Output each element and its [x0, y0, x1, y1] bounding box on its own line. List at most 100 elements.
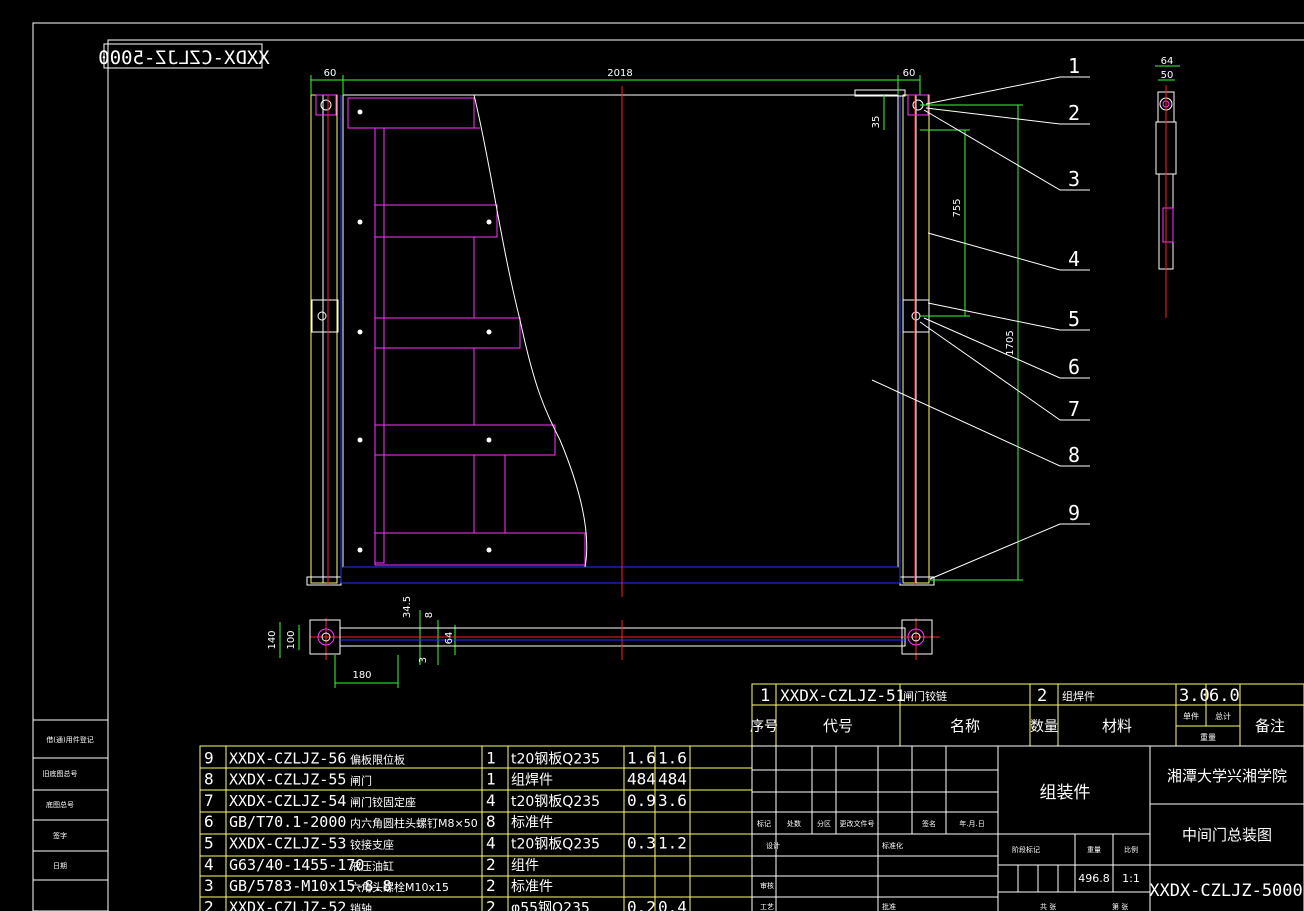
bom-cell-qty: 8 [486, 812, 496, 831]
small-weight: 重量 [1087, 846, 1101, 854]
bom-cell-no: 5 [204, 834, 214, 853]
side-label: 旧底图总号 [43, 769, 78, 778]
bom-header-qty: 数量 [1030, 719, 1058, 735]
side-label: 借(通)用件登记 [46, 735, 93, 744]
bom-top-total: 6.0 [1209, 686, 1240, 706]
front-view [306, 86, 935, 597]
balloon: 1 [1068, 54, 1080, 78]
bom-header-weight: 重量 [1200, 732, 1216, 742]
bom-top-no: 1 [760, 686, 770, 706]
bom-cell-no: 8 [204, 770, 214, 789]
bom-cell-material: t20钢板Q235 [511, 751, 600, 767]
bom-cell-material: φ55钢Q235 [511, 900, 590, 911]
small-sheets: 共 张 [1040, 902, 1056, 911]
inner-frame [107, 39, 1304, 911]
bom-cell-total: 484 [658, 770, 687, 789]
balloon: 5 [1068, 307, 1080, 331]
bom-cell-no: 2 [204, 897, 214, 911]
bom-cell-code: GB/5783-M10x15-8.8 [229, 877, 392, 895]
small-standardize: 标准化 [882, 841, 903, 850]
bom-header-name: 名称 [950, 717, 980, 735]
balloon: 2 [1068, 101, 1080, 125]
bom-cell-unit: 484 [627, 770, 656, 789]
balloon: 9 [1068, 501, 1080, 525]
small-sign: 签名 [922, 819, 936, 828]
bom-header-total-w: 总计 [1215, 711, 1231, 721]
small-approve: 批准 [882, 902, 896, 911]
dim-section-d2: 8 [424, 612, 435, 618]
bom-cell-qty: 1 [486, 770, 496, 789]
bom-cell-qty: 4 [486, 834, 496, 853]
title-scale: 1:1 [1122, 872, 1140, 885]
side-label: 底图总号 [46, 800, 74, 809]
bom-cell-qty: 2 [486, 876, 496, 895]
dim-section-inner: 100 [286, 630, 297, 649]
bom-header-unit-w: 单件 [1183, 711, 1199, 721]
dim-section-d4: 3 [418, 657, 429, 663]
bom-cell-material: 组焊件 [511, 773, 553, 789]
bom-cell-name: 铰接支座 [350, 838, 394, 852]
small-zone: 分区 [817, 819, 831, 828]
bom-cell-code: G63/40-1455-170 [229, 856, 364, 874]
bom-cell-unit: 0.9 [627, 791, 656, 810]
bom-cell-name: 销轴 [350, 901, 372, 911]
dim-hinge-reach: 180 [352, 670, 371, 681]
bom-top-name: 闸门铰链 [903, 689, 947, 703]
title-type: 组装件 [1040, 783, 1091, 803]
bom-cell-material: t20钢板Q235 [511, 794, 600, 810]
small-mark: 标记 [757, 819, 771, 828]
bom-header-no: 序号 [750, 719, 778, 735]
bom-cell-code: XXDX-CZLJZ-54 [229, 792, 346, 810]
side-label: 签字 [53, 831, 67, 840]
outer-frame [32, 22, 1304, 911]
bom-top-material: 组焊件 [1062, 689, 1095, 703]
bom-cell-no: 6 [204, 812, 214, 831]
bom-cell-qty: 2 [486, 855, 496, 874]
leaders [871, 76, 1090, 580]
bom-top-unit: 3.0 [1179, 686, 1210, 706]
small-scale: 比例 [1124, 845, 1138, 854]
bom-cell-unit: 1.6 [627, 748, 656, 767]
title-block-grid [751, 745, 1304, 911]
bom-cell-name: 偏板限位板 [350, 752, 405, 766]
bom-cell-total: 0.4 [658, 897, 687, 911]
bom-cell-unit: 0.2 [627, 897, 656, 911]
bom-cell-name: 闸门铰固定座 [350, 795, 416, 809]
bom-header-remark: 备注 [1255, 717, 1285, 735]
bom-cell-code: GB/T70.1-2000 [229, 813, 346, 831]
side-table [32, 719, 109, 911]
bom-header-code: 代号 [823, 717, 853, 735]
bom-header-material: 材料 [1102, 717, 1132, 735]
bom-cell-no: 9 [204, 748, 214, 767]
balloon: 6 [1068, 355, 1080, 379]
title-drawing-title: 中间门总装图 [1182, 826, 1272, 844]
side-label: 日期 [53, 862, 67, 870]
bom-grid [199, 683, 1304, 911]
bom-cell-code: XXDX-CZLJZ-52 [229, 898, 346, 911]
bom-cell-no: 4 [204, 855, 214, 874]
bom-cell-total: 1.6 [658, 748, 687, 767]
small-date: 年.月.日 [959, 819, 984, 828]
dim-detail-outer: 64 [1161, 56, 1174, 67]
bom-top-code: XXDX-CZLJZ-51 [780, 686, 905, 705]
balloon: 8 [1068, 443, 1080, 467]
dim-left-offset: 60 [324, 68, 337, 79]
bom-cell-material: t20钢板Q235 [511, 837, 600, 853]
bom-cell-no: 3 [204, 876, 214, 895]
dim-section-d1: 34.5 [402, 596, 413, 618]
small-craft: 工艺 [760, 903, 774, 911]
bom-cell-unit: 0.3 [627, 834, 656, 853]
dim-overall-width: 2018 [607, 68, 632, 79]
title-weight: 496.8 [1078, 872, 1110, 885]
bom-cell-qty: 2 [486, 897, 496, 911]
balloon: 3 [1068, 167, 1080, 191]
bom-cell-qty: 4 [486, 791, 496, 810]
dim-right-offset: 60 [903, 68, 916, 79]
bom-cell-name: 闸门 [350, 774, 372, 788]
dim-section-width: 140 [267, 630, 278, 649]
bom-cell-total: 3.6 [658, 791, 687, 810]
dim-detail-inner: 50 [1161, 70, 1174, 81]
bom-cell-material: 标准件 [511, 815, 553, 831]
section-view [309, 618, 940, 660]
small-sheet: 第 张 [1112, 902, 1128, 911]
